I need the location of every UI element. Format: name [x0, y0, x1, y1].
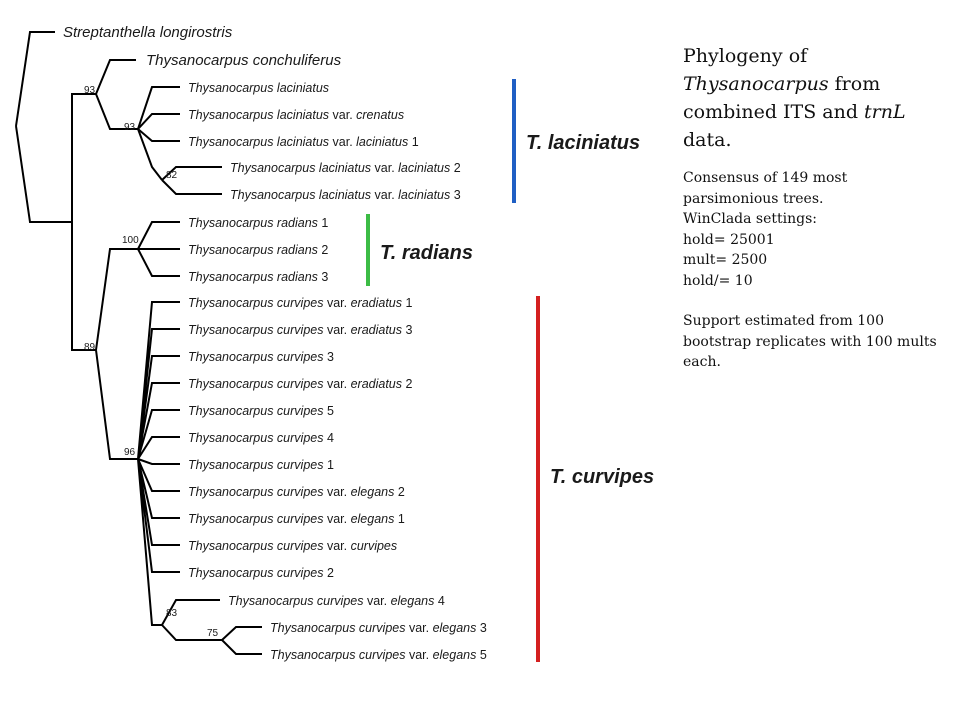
caption-line: hold/= 10: [683, 272, 753, 289]
taxon-label: Thysanocarpus laciniatus var. laciniatus…: [230, 161, 461, 175]
taxon-label: Thysanocarpus curvipes var. elegans 4: [228, 594, 445, 608]
caption-title: Phylogeny of Thysanocarpus from combined…: [683, 45, 906, 151]
caption-line: hold= 25001: [683, 231, 775, 248]
taxon-label: Thysanocarpus curvipes 3: [188, 350, 334, 364]
figure-caption: Phylogeny of Thysanocarpus from combined…: [683, 42, 948, 373]
taxon-label: Thysanocarpus curvipes var. eradiatus 2: [188, 377, 412, 391]
branch-node-89: [95, 248, 118, 460]
support-value: 82: [166, 170, 178, 181]
branch-node-100: [118, 221, 180, 277]
taxon-label: Thysanocarpus radians 1: [188, 216, 328, 230]
support-value: 100: [122, 235, 139, 246]
taxon-label: Thysanocarpus conchuliferus: [146, 52, 342, 69]
taxon-label: Thysanocarpus curvipes 5: [188, 404, 334, 418]
branch-root: [15, 31, 72, 223]
taxon-label: Thysanocarpus radians 3: [188, 270, 328, 284]
support-value: 93: [84, 85, 96, 96]
tree-branches: [15, 31, 262, 655]
caption-support-note: Support estimated from 100 bootstrap rep…: [683, 313, 937, 370]
caption-marker: trnL: [864, 101, 906, 123]
clade-label-curvipes: T. curvipes: [550, 466, 654, 488]
taxon-label: Thysanocarpus radians 2: [188, 243, 328, 257]
branch-node-82: [161, 166, 222, 195]
taxon-label: Thysanocarpus laciniatus var. crenatus: [188, 108, 404, 122]
branch-node-83: [161, 599, 220, 641]
taxon-label: Thysanocarpus curvipes var. curvipes: [188, 539, 397, 553]
clade-label-radians: T. radians: [380, 242, 473, 264]
branch-node-75: [196, 626, 262, 655]
branch-node-96: [118, 301, 180, 626]
support-value: 96: [124, 447, 136, 458]
caption-line: WinClada settings:: [683, 211, 818, 227]
support-values: 93 93 82 100 89 96 83 75: [84, 85, 219, 639]
taxon-label: Thysanocarpus laciniatus var. laciniatus…: [230, 188, 461, 202]
taxon-label: Thysanocarpus curvipes 1: [188, 458, 334, 472]
support-value: 75: [207, 628, 219, 639]
caption-genus: Thysanocarpus: [683, 73, 829, 95]
caption-line: parsimonious trees.: [683, 190, 824, 207]
branch-node-93b: [137, 86, 180, 181]
support-value: 93: [124, 122, 136, 133]
taxon-label: Streptanthella longirostris: [63, 24, 233, 41]
taxon-label: Thysanocarpus curvipes var. eradiatus 1: [188, 296, 412, 310]
clade-markers: T. laciniatus T. radians T. curvipes: [366, 79, 654, 662]
taxon-label: Thysanocarpus laciniatus: [188, 81, 329, 95]
support-value: 83: [166, 608, 178, 619]
clade-label-laciniatus: T. laciniatus: [526, 132, 640, 154]
taxon-label: Thysanocarpus curvipes var. elegans 2: [188, 485, 405, 499]
taxon-labels: Streptanthella longirostris Thysanocarpu…: [63, 24, 487, 662]
taxon-label: Thysanocarpus curvipes var. elegans 1: [188, 512, 405, 526]
taxon-label: Thysanocarpus curvipes var. eradiatus 3: [188, 323, 412, 337]
taxon-label: Thysanocarpus curvipes var. elegans 5: [270, 648, 487, 662]
branch-ingroup: [71, 93, 96, 351]
taxon-label: Thysanocarpus curvipes 2: [188, 566, 334, 580]
caption-line: Consensus of 149 most: [683, 170, 848, 186]
caption-line: mult= 2500: [683, 252, 768, 268]
taxon-label: Thysanocarpus curvipes var. elegans 3: [270, 621, 487, 635]
support-value: 89: [84, 342, 96, 353]
taxon-label: Thysanocarpus curvipes 4: [188, 431, 334, 445]
branch-node-93a: [95, 59, 138, 130]
taxon-label: Thysanocarpus laciniatus var. laciniatus…: [188, 135, 419, 149]
caption-settings: Consensus of 149 most parsimonious trees…: [683, 168, 948, 373]
